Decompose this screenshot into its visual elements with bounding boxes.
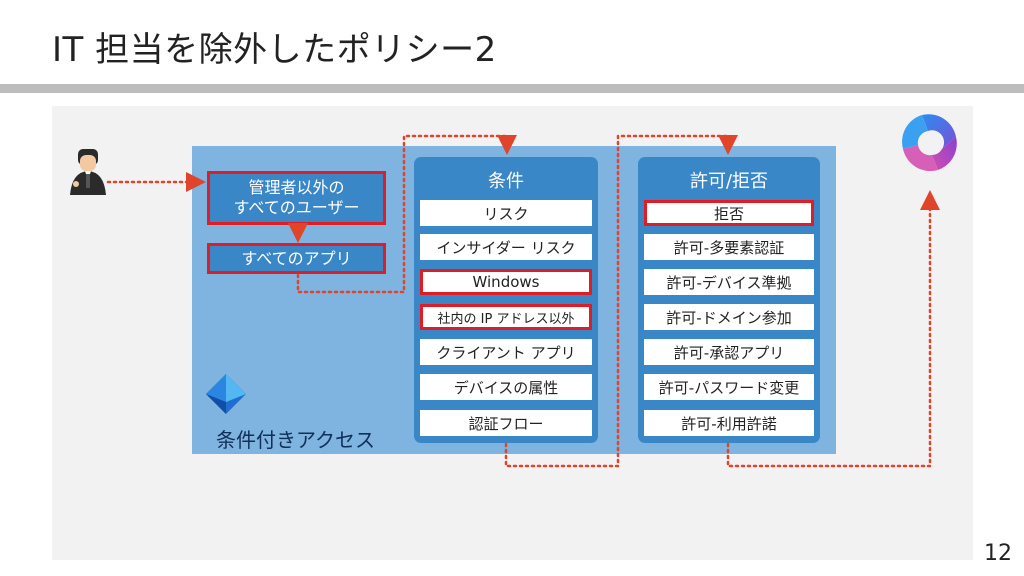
- title-divider: [0, 84, 1024, 93]
- condition-item: 認証フロー: [420, 410, 592, 436]
- grant-item: 許可-承認アプリ: [644, 339, 814, 365]
- page-number: 12: [984, 541, 1012, 566]
- grant-item: 許可-デバイス準拠: [644, 269, 814, 295]
- conditions-title: 条件: [488, 171, 524, 192]
- conditional-access-label: 条件付きアクセス: [216, 428, 375, 452]
- condition-item: Windows: [420, 269, 592, 295]
- slide-title: IT 担当を除外したポリシー2: [52, 30, 497, 70]
- condition-item: インサイダー リスク: [420, 234, 592, 260]
- condition-item: デバイスの属性: [420, 374, 592, 400]
- condition-item: クライアント アプリ: [420, 339, 592, 365]
- grant-item: 許可-ドメイン参加: [644, 304, 814, 330]
- all-apps-box: すべてのアプリ: [207, 243, 386, 274]
- grant-item: 許可-パスワード変更: [644, 374, 814, 400]
- grant-column: 許可/拒否 拒否 許可-多要素認証 許可-デバイス準拠 許可-ドメイン参加 許可…: [638, 157, 820, 443]
- title-bar: IT 担当を除外したポリシー2: [0, 0, 1024, 84]
- grant-title: 許可/拒否: [689, 171, 769, 192]
- user-group-box: 管理者以外の すべてのユーザー: [207, 171, 386, 225]
- grant-item: 許可-利用許諾: [644, 410, 814, 436]
- condition-item: 社内の IP アドレス以外: [420, 304, 592, 330]
- condition-item: リスク: [420, 200, 592, 226]
- grant-item: 拒否: [644, 200, 814, 226]
- conditions-column: 条件 リスク インサイダー リスク Windows 社内の IP アドレス以外 …: [414, 157, 598, 443]
- grant-item: 許可-多要素認証: [644, 234, 814, 260]
